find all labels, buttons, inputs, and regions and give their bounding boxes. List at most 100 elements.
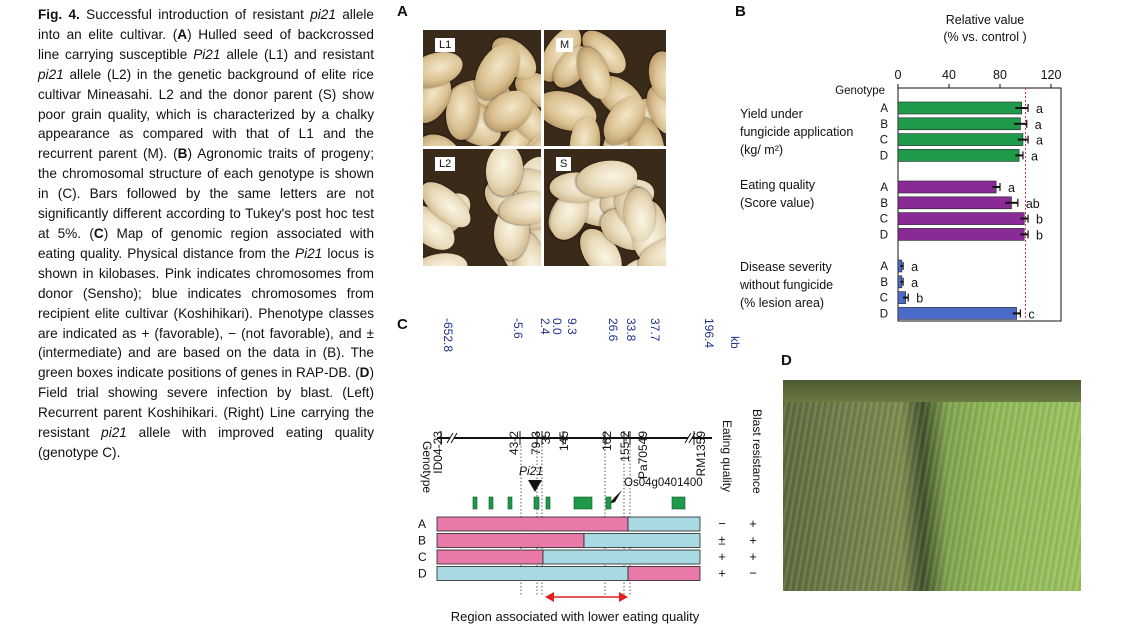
marker-label: 162 bbox=[600, 431, 614, 451]
group-label: (% lesion area) bbox=[740, 296, 824, 310]
significance-letter: a bbox=[1008, 181, 1015, 195]
category-label: B bbox=[880, 198, 888, 210]
chromosome-segment bbox=[583, 533, 701, 548]
marker-label: RM1359 bbox=[694, 431, 708, 477]
category-label: C bbox=[880, 135, 888, 147]
eating-class: − bbox=[718, 516, 726, 531]
caption-text: ) Hulled seed of backcrossed line carryi… bbox=[38, 26, 374, 62]
kb-unit: kb bbox=[728, 336, 742, 349]
gene-box bbox=[507, 496, 513, 510]
eating-class: ± bbox=[718, 533, 725, 548]
genotype-header: Genotype bbox=[420, 441, 434, 493]
chromosome-segment bbox=[436, 566, 629, 581]
marker-label: 79-3 bbox=[529, 431, 543, 455]
caption-ref: B bbox=[177, 146, 188, 162]
kb-label: 33.8 bbox=[624, 318, 638, 342]
category-label: A bbox=[880, 261, 888, 273]
genotype-row-label: D bbox=[418, 567, 427, 581]
category-label: D bbox=[880, 308, 888, 320]
gene-box bbox=[545, 496, 551, 510]
group-label: Eating quality bbox=[740, 178, 816, 192]
break-mark bbox=[447, 431, 457, 445]
photo-label: L1 bbox=[435, 38, 456, 52]
arrow-head-left-icon bbox=[545, 592, 554, 602]
caption-text: ) Field trial showing severe infection b… bbox=[38, 365, 374, 441]
bar bbox=[897, 149, 1020, 162]
group-label: (kg/ m²) bbox=[740, 143, 783, 157]
chart-title: Relative value bbox=[946, 13, 1025, 27]
category-label: B bbox=[880, 277, 888, 289]
caption-text: locus is shown in kilobases. Pink indica… bbox=[38, 245, 374, 381]
grain-shape bbox=[423, 248, 471, 266]
category-label: A bbox=[880, 103, 888, 115]
region-label: Region associated with lower eating qual… bbox=[451, 609, 700, 624]
bar bbox=[897, 101, 1022, 115]
gene-pi21-label: Pi21 bbox=[519, 464, 543, 478]
bar bbox=[897, 228, 1025, 241]
chromosome-segment bbox=[542, 549, 701, 565]
chart-subtitle: (% vs. control ) bbox=[943, 30, 1026, 44]
category-label: C bbox=[880, 214, 888, 226]
chromosome-segment bbox=[436, 533, 585, 548]
significance-letter: a bbox=[1031, 149, 1038, 163]
bar bbox=[897, 212, 1025, 225]
category-label: B bbox=[880, 119, 888, 131]
caption-text: allele into an elite cultivar. ( bbox=[38, 7, 374, 42]
blast-class: + bbox=[749, 549, 757, 564]
caption-text: Successful introduction of resistant bbox=[79, 7, 311, 22]
break-mark bbox=[684, 432, 692, 444]
gene-box bbox=[573, 496, 593, 510]
photo-label: L2 bbox=[435, 157, 456, 171]
caption-fig: Fig. 4. bbox=[38, 7, 80, 22]
group-label: (Score value) bbox=[740, 196, 814, 210]
genotype-row-label: B bbox=[418, 534, 426, 548]
seed-photo: L2 bbox=[423, 149, 541, 266]
blast-class: − bbox=[749, 566, 757, 581]
significance-letter: a bbox=[1036, 102, 1043, 116]
kb-label: 196.4 bbox=[702, 318, 716, 348]
caption-gene: pi21 bbox=[310, 7, 336, 22]
group-label: Disease severity bbox=[740, 260, 832, 274]
category-label: D bbox=[880, 229, 888, 241]
kb-label: 26.6 bbox=[606, 318, 620, 342]
marker-label: 145 bbox=[557, 431, 571, 451]
genotype-header: Genotype bbox=[835, 85, 885, 97]
gene-box bbox=[605, 496, 612, 510]
chromosome-segment bbox=[627, 566, 701, 581]
kb-label: 0.0 bbox=[550, 318, 564, 335]
bar bbox=[897, 180, 997, 194]
caption-text: allele (L2) in the genetic background of… bbox=[38, 66, 374, 162]
kb-label: -5.6 bbox=[511, 318, 525, 339]
pi21-marker-icon bbox=[528, 480, 542, 492]
seed-photo: S bbox=[544, 149, 666, 266]
panel-a-label: A bbox=[397, 3, 408, 20]
significance-letter: a bbox=[911, 276, 918, 290]
photo-label: S bbox=[556, 157, 572, 171]
category-label: A bbox=[880, 182, 888, 194]
gene-box bbox=[533, 496, 540, 510]
os-pointer-icon bbox=[609, 490, 622, 504]
chromosome-segment bbox=[436, 549, 544, 565]
bar bbox=[897, 196, 1012, 210]
significance-letter: a bbox=[911, 260, 918, 274]
significance-letter: b bbox=[1036, 228, 1043, 242]
significance-letter: c bbox=[1028, 307, 1034, 321]
genotype-row-label: A bbox=[418, 517, 426, 531]
panel-d-label: D bbox=[781, 352, 792, 369]
kb-label: 37.7 bbox=[648, 318, 662, 342]
blast-header: Blast resistance bbox=[750, 409, 764, 494]
panel-c-map: -652.8ID04-23-5.643-22.479-30.0359.31452… bbox=[418, 318, 764, 624]
caption-ref: D bbox=[359, 365, 370, 381]
marker-label: Pa70549 bbox=[636, 431, 650, 479]
caption-text: ) Agronomic traits of progeny; the chrom… bbox=[38, 146, 375, 241]
gene-os-label: Os04g0401400 bbox=[624, 477, 703, 489]
significance-letter: b bbox=[1036, 213, 1043, 227]
seed-photo: L1 bbox=[423, 30, 541, 146]
group-label: fungicide application bbox=[740, 125, 853, 139]
bar bbox=[897, 117, 1021, 131]
significance-letter: a bbox=[1036, 134, 1043, 148]
blast-class: + bbox=[749, 533, 757, 548]
bar bbox=[897, 307, 1017, 320]
eating-header: Eating quality bbox=[720, 420, 734, 492]
